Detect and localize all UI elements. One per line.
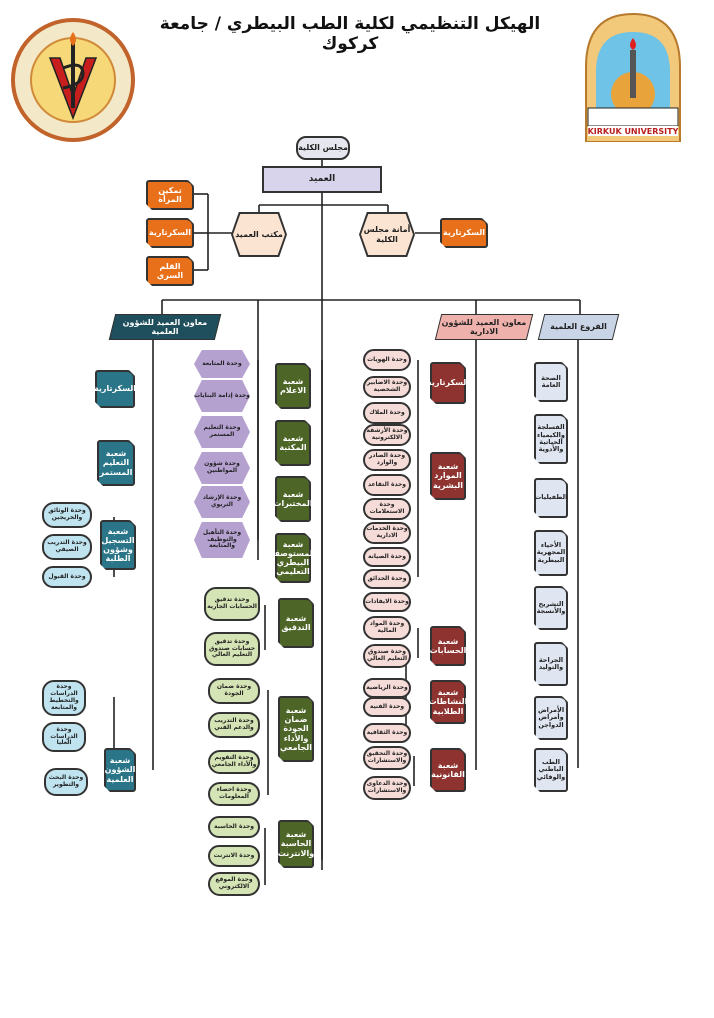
unit-sports[interactable]: وحدة الرياضية xyxy=(363,678,411,698)
unit-documents-graduates[interactable]: وحدة الوثائق والخريجين xyxy=(42,502,92,528)
unit-admin-services[interactable]: وحدة الخدمات الادارية xyxy=(363,522,411,544)
unit-arts[interactable]: وحدة الفنية xyxy=(363,697,411,717)
unit-reception[interactable]: وحدة الاستعلامات xyxy=(363,498,411,520)
dean-secretary-box[interactable]: السكرتارية xyxy=(146,218,194,248)
unit-follow-up[interactable]: وحدة المتابعة xyxy=(194,350,250,378)
department-pathology[interactable]: الأمراض وأمراض الدواجن xyxy=(534,696,568,740)
department-microbiology[interactable]: الأحياء المجهرية البيطرية xyxy=(534,530,568,576)
unit-incoming-outgoing[interactable]: وحدة الصادر والوارد xyxy=(363,449,411,471)
unit-investigations[interactable]: وحدة التحقيق والاستشارات xyxy=(363,746,411,770)
teaching-clinic-division[interactable]: شعبة المستوصف البيطري التعليمي xyxy=(275,533,311,583)
assistant-dean-admin-box[interactable]: معاون العميد للشؤون الادارية xyxy=(434,314,534,340)
accounts-division[interactable]: شعبة الحسابات xyxy=(430,626,466,666)
unit-citizen-affairs[interactable]: وحدة شؤون المواطنين xyxy=(194,452,250,484)
unit-website[interactable]: وحدة الموقع الالكتروني xyxy=(208,872,260,896)
svg-text:KIRKUK UNIVERSITY: KIRKUK UNIVERSITY xyxy=(588,127,679,136)
unit-lawsuits[interactable]: وحدة الدعاوى والاستشارات xyxy=(363,776,411,800)
unit-culture[interactable]: وحدة الثقافية xyxy=(363,723,411,743)
continuing-education-division[interactable]: شعبة التعليم المستمر xyxy=(97,440,135,486)
unit-maintenance[interactable]: وحدة الصيانة xyxy=(363,547,411,567)
unit-computing[interactable]: وحدة الحاسبة xyxy=(208,816,260,838)
council-secretariat-box[interactable]: أمانة مجلس الكلية xyxy=(359,212,415,257)
unit-delegations[interactable]: وحدة الايفادات xyxy=(363,592,411,612)
college-council-box[interactable]: مجلس الكلية xyxy=(296,136,350,160)
department-parasitology[interactable]: الطفيليات xyxy=(534,478,568,518)
unit-fund-audit[interactable]: وحدة تدقيق حسابات صندوق التعليم العالي xyxy=(204,632,260,666)
unit-building-maintenance[interactable]: وحدة إدامة البنايات xyxy=(194,380,250,412)
scientific-affairs-division[interactable]: شعبة الشؤون العلمية xyxy=(104,748,136,792)
scientific-departments-box[interactable]: الفروع العلمية xyxy=(537,314,620,340)
unit-current-accounts-audit[interactable]: وحدة تدقيق الحسابات الجارية xyxy=(204,587,260,621)
media-division[interactable]: شعبة الاعلام xyxy=(275,363,311,409)
unit-statistics[interactable]: وحدة احصاء المعلومات xyxy=(208,782,260,806)
department-surgery[interactable]: الجراحة والتوليد xyxy=(534,642,568,686)
dean-office-inner: مكتب العميد xyxy=(233,214,285,255)
council-secretariat-inner: أمانة مجلس الكلية xyxy=(361,214,413,255)
unit-financial-materials[interactable]: وحدة المواد المالية xyxy=(363,616,411,640)
unit-staffing[interactable]: وحدة الملاك xyxy=(363,402,411,424)
quality-assurance-division[interactable]: شعبة ضمان الجودة والأداء الجامعي xyxy=(278,696,314,762)
unit-gardens[interactable]: وحدة الحدائق xyxy=(363,569,411,589)
unit-e-archive[interactable]: وحدة الأرشفة الالكترونية xyxy=(363,424,411,446)
assistant-dean-scientific-box[interactable]: معاون العميد للشؤون العلمية xyxy=(108,314,222,340)
unit-admission[interactable]: وحدة القبول xyxy=(42,566,92,588)
faculty-of-vet-medicine-logo xyxy=(8,18,138,143)
student-activities-division[interactable]: شعبة النشاطات الطلابية xyxy=(430,680,466,724)
unit-graduate-studies[interactable]: وحدة الدراسات العليا xyxy=(42,722,86,752)
unit-ids[interactable]: وحدة الهويات xyxy=(363,349,411,371)
human-resources-division[interactable]: شعبة الموارد البشرية xyxy=(430,452,466,500)
confidential-office-box[interactable]: القلم السري xyxy=(146,256,194,286)
department-physiology[interactable]: الفسلجة والكيمياء الحياتية والأدوية xyxy=(534,414,568,464)
department-public-health[interactable]: الصحة العامة xyxy=(534,362,568,402)
department-internal-medicine[interactable]: الطب الباطني والوقائي xyxy=(534,748,568,792)
unit-personal-files[interactable]: وحدة الاضابير الشخصية xyxy=(363,376,411,398)
unit-higher-education-fund[interactable]: وحدة صندوق التعليم العالي xyxy=(363,644,411,668)
admin-secretary-box[interactable]: السكرتارية xyxy=(430,362,466,404)
dean-box[interactable]: العميد xyxy=(262,166,382,193)
department-anatomy[interactable]: التشريح والأنسجة xyxy=(534,586,568,630)
unit-educational-guidance[interactable]: وحدة الإرشاد التربوي xyxy=(194,486,250,518)
unit-internet[interactable]: وحدة الانترنت xyxy=(208,845,260,867)
council-secretary-box[interactable]: السكرتارية xyxy=(440,218,488,248)
unit-quality-assurance[interactable]: وحدة ضمان الجودة xyxy=(208,678,260,704)
unit-training-support[interactable]: وحدة التدريب والدعم الفني xyxy=(208,712,260,738)
library-division[interactable]: شعبة المكتبة xyxy=(275,420,311,466)
registration-division[interactable]: شعبة التسجيل وشؤون الطلبة xyxy=(100,520,136,570)
unit-rehabilitation-employment[interactable]: وحدة التأهيل والتوظيف والمتابعة xyxy=(194,522,250,558)
unit-research-development[interactable]: وحدة البحث والتطوير xyxy=(44,768,88,796)
dean-office-box[interactable]: مكتب العميد xyxy=(231,212,287,257)
legal-division[interactable]: شعبة القانونية xyxy=(430,748,466,792)
audit-division[interactable]: شعبة التدقيق xyxy=(278,598,314,648)
unit-studies-planning[interactable]: وحدة الدراسات والتخطيط والمتابعة xyxy=(42,680,86,716)
unit-summer-training[interactable]: وحدة التدريب الصيفي xyxy=(42,534,92,560)
unit-retirement[interactable]: وحدة التقاعد xyxy=(363,474,411,496)
laboratories-division[interactable]: شعبة المختبرات xyxy=(275,476,311,522)
unit-continuing-education[interactable]: وحدة التعليم المستمر xyxy=(194,416,250,448)
women-empowerment-box[interactable]: تمكين المرأة xyxy=(146,180,194,210)
unit-evaluation[interactable]: وحدة التقويم والأداء الجامعي xyxy=(208,750,260,774)
page-title: الهيكل التنظيمي لكلية الطب البيطري / جام… xyxy=(159,14,541,54)
kirkuk-university-logo: KIRKUK UNIVERSITY xyxy=(580,12,686,143)
computing-internet-division[interactable]: شعبة الحاسبة والانترنت xyxy=(278,820,314,868)
scientific-secretary-box[interactable]: السكرتارية xyxy=(95,370,135,408)
